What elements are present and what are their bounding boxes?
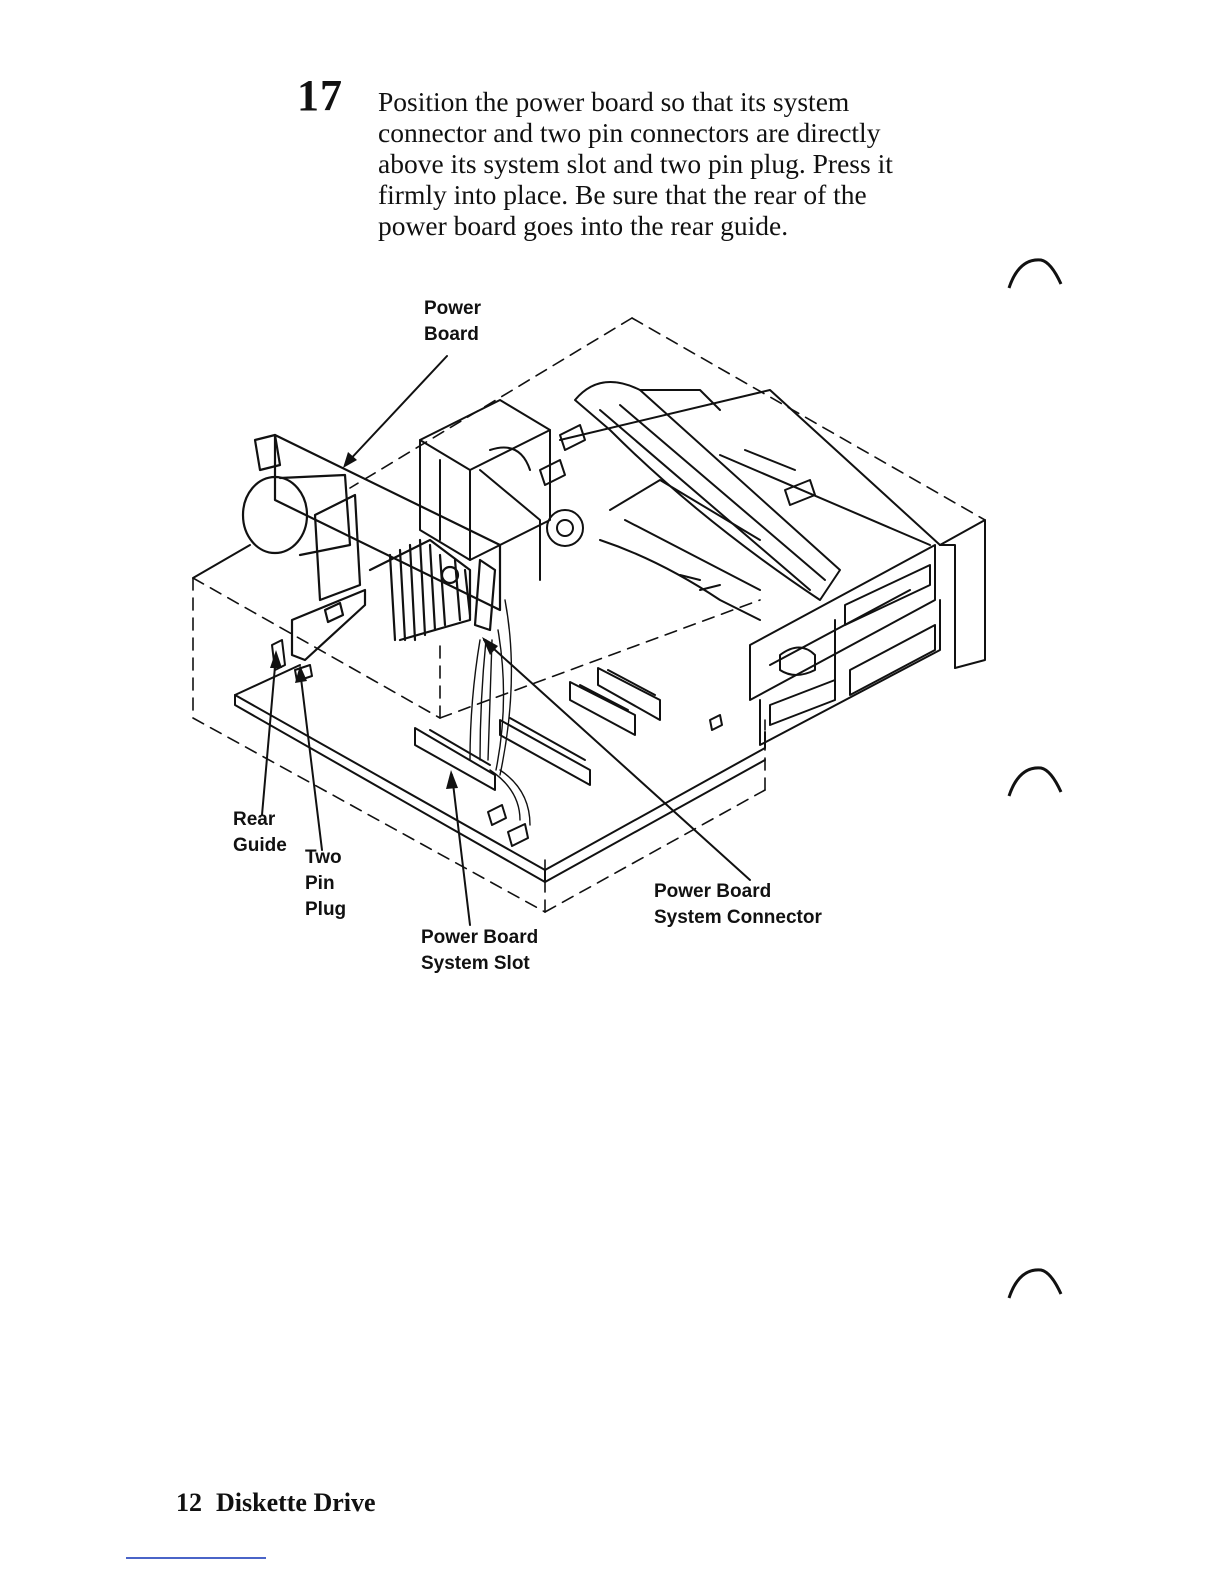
instruction-line: Position the power board so that its sys… [378, 86, 850, 117]
label-power-board: Power Board [424, 296, 481, 348]
page-footer: 12 Diskette Drive [176, 1488, 376, 1518]
label-line: Rear [233, 809, 276, 830]
label-rear-guide: Rear Guide [233, 807, 287, 859]
drive-motor-housing [419, 399, 551, 581]
power-board [241, 433, 502, 662]
label-line: Guide [233, 835, 287, 856]
label-line: Power Board [654, 881, 772, 902]
power-wires [469, 599, 531, 826]
ribbon-cable [574, 381, 841, 601]
label-line: Plug [305, 899, 347, 920]
instruction-line: firmly into place. Be sure that the rear… [378, 179, 867, 210]
label-line: Board [424, 324, 479, 345]
label-power-board-system-connector: Power Board System Connector [654, 879, 822, 931]
diskette-drive-body [539, 389, 986, 746]
label-line: System Slot [421, 953, 530, 974]
instruction-line: above its system slot and two pin plug. … [378, 148, 893, 179]
footer-rule [126, 1557, 266, 1559]
label-line: Power Board [421, 927, 539, 948]
label-line: System Connector [654, 907, 822, 928]
instruction-line: connector and two pin connectors are dir… [378, 117, 881, 148]
label-line: Power [424, 298, 482, 319]
binder-tab-mark [1007, 1268, 1063, 1299]
callout-arrowheads [270, 452, 498, 789]
binder-tab-mark [1007, 766, 1063, 797]
label-power-board-system-slot: Power Board System Slot [421, 925, 538, 977]
step-number: 17 [297, 71, 343, 120]
instruction-line: power board goes into the rear guide. [378, 210, 789, 241]
label-two-pin-plug: Two Pin Plug [305, 845, 346, 923]
label-line: Two [305, 847, 342, 868]
system-board-base [192, 544, 766, 883]
binder-tab-mark [1007, 258, 1063, 289]
system-board-connectors [271, 639, 723, 847]
step-instructions: Position the power board so that its sys… [378, 86, 978, 241]
label-line: Pin [305, 873, 335, 894]
section-title: Diskette Drive [216, 1488, 376, 1517]
page-number: 12 [176, 1488, 202, 1517]
callout-leaders [261, 355, 751, 926]
